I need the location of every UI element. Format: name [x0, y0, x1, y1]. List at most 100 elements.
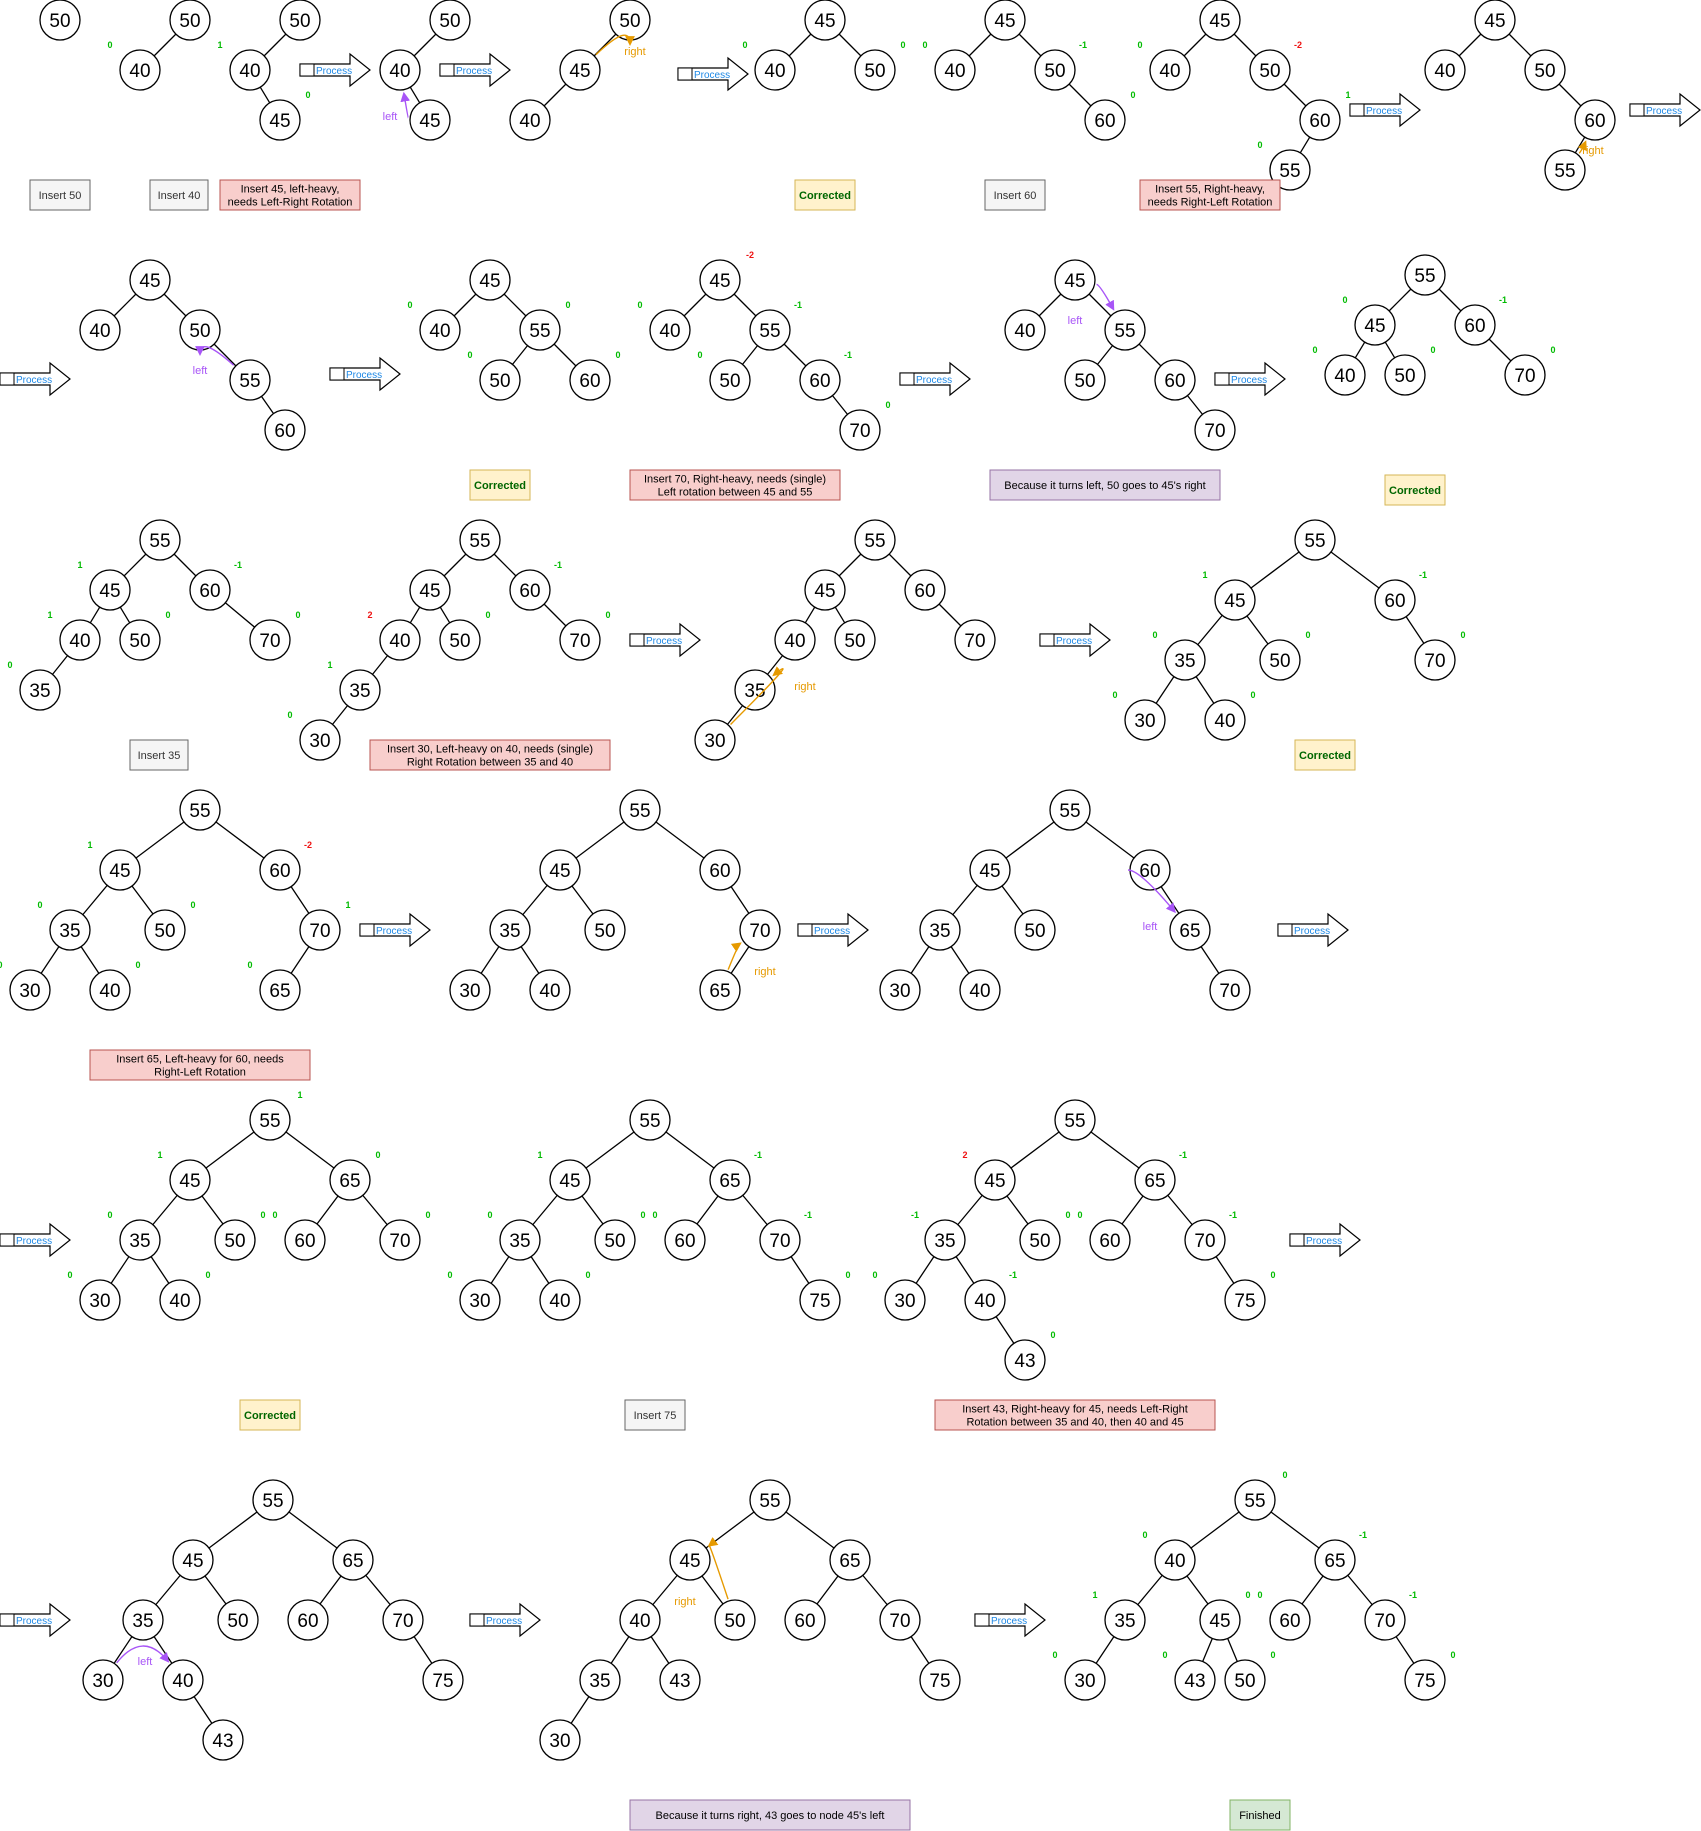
- tree-edge: [1138, 343, 1162, 367]
- tree-edge: [1137, 1574, 1163, 1606]
- node-circle: [89, 969, 131, 1011]
- tree-edge: [1283, 83, 1307, 107]
- node-value: 55: [239, 371, 260, 392]
- process-label: Process: [814, 926, 850, 937]
- node-value: 60: [1584, 111, 1605, 132]
- note-text: Right-Left Rotation: [154, 1067, 246, 1079]
- node-value: 55: [759, 1491, 780, 1512]
- node-value: 45: [419, 581, 440, 602]
- node-value: 43: [212, 1731, 233, 1752]
- tree-edge: [1395, 1636, 1415, 1664]
- balance-factor: 0: [247, 960, 252, 970]
- note-text: Because it turns right, 43 goes to node …: [656, 1810, 885, 1822]
- tree-edge: [733, 293, 757, 317]
- process-arrow: Process: [329, 356, 401, 392]
- tree-edge: [119, 606, 131, 624]
- process-arrow: Process: [1349, 92, 1421, 128]
- node-circle: [959, 969, 1001, 1011]
- node-circle: [754, 49, 796, 91]
- rotation-arrow-right: [707, 1537, 729, 1600]
- tree-edge: [888, 553, 912, 577]
- tree-edge: [80, 946, 100, 974]
- tree-edge: [1085, 821, 1135, 859]
- process-arrow: Process: [359, 912, 431, 948]
- note-insert-35: Insert 35: [129, 739, 189, 771]
- tree-node: 55: [619, 789, 661, 831]
- balance-factor: 0: [1137, 40, 1142, 50]
- tree-node: 451: [77, 560, 131, 611]
- tree-edge: [862, 1574, 888, 1606]
- process-icon: [1629, 103, 1645, 117]
- tree-node: 55: [629, 1099, 671, 1141]
- node-circle: [429, 0, 471, 41]
- node-circle: [1064, 359, 1106, 401]
- tree-node: 550: [1234, 1470, 1288, 1521]
- node-circle: [287, 1599, 329, 1641]
- tree-node: 600: [1257, 1590, 1311, 1641]
- process-label: Process: [346, 370, 382, 381]
- tree-node: 502: [279, 0, 321, 41]
- tree-edge: [652, 1574, 678, 1606]
- tree-node: 500: [119, 610, 171, 661]
- process-arrow: Process: [1629, 92, 1701, 128]
- node-value: 50: [449, 631, 470, 652]
- tree-edge: [173, 553, 197, 577]
- tree-edge: [331, 705, 349, 725]
- tree-node: 600: [569, 350, 621, 401]
- node-value: 55: [1059, 801, 1080, 822]
- balance-factor: 2: [962, 1150, 967, 1160]
- balance-factor: 0: [260, 1210, 265, 1220]
- node-circle: [694, 719, 736, 761]
- node-circle: [804, 569, 846, 611]
- tree-node: 45: [129, 259, 171, 301]
- node-value: 45: [179, 1171, 200, 1192]
- node-value: 55: [1304, 531, 1325, 552]
- node-circle: [284, 1219, 326, 1261]
- tree-node: 500: [439, 610, 491, 661]
- tree-node: 450: [259, 90, 311, 141]
- note-box: [1384, 474, 1446, 506]
- tree-insert-50: 50: [39, 0, 81, 41]
- tree-edge: [950, 946, 970, 974]
- note-insert-50: Insert 50: [29, 179, 91, 211]
- tree-node: 30: [879, 969, 921, 1011]
- tree-node: 75: [919, 1659, 961, 1701]
- node-circle: [379, 1219, 421, 1261]
- note-text: Right Rotation between 35 and 40: [407, 757, 573, 769]
- node-value: 40: [659, 321, 680, 342]
- node-value: 40: [1164, 1551, 1185, 1572]
- node-circle: [759, 1219, 801, 1261]
- rotation-label-left: left: [383, 111, 398, 123]
- balance-factor: -1: [1359, 1530, 1367, 1540]
- node-value: 30: [459, 981, 480, 1002]
- tree-edge: [816, 1575, 839, 1605]
- node-circle: [969, 849, 1011, 891]
- balance-factor: 0: [1162, 1650, 1167, 1660]
- node-value: 45: [549, 861, 570, 882]
- tree-edge: [1006, 1195, 1029, 1225]
- balance-factor: 0: [640, 1210, 645, 1220]
- node-circle: [259, 969, 301, 1011]
- note-insert-30: Insert 30, Left-heavy on 40, needs (sing…: [369, 739, 611, 771]
- tree-node: 35: [579, 1659, 621, 1701]
- tree-edge: [260, 396, 275, 414]
- tree-edge: [1095, 1636, 1115, 1664]
- node-circle: [839, 409, 881, 451]
- balance-factor: 1: [327, 660, 332, 670]
- tree-node: 451: [537, 1150, 591, 1201]
- balance-factor: 0: [900, 40, 905, 50]
- node-value: 43: [1184, 1671, 1205, 1692]
- tree-node: 40: [959, 969, 1001, 1011]
- rotation-arrow-right: [727, 942, 742, 970]
- tree-node: 50-2: [1249, 40, 1302, 91]
- tree-edge: [1508, 33, 1532, 57]
- node-circle: [129, 259, 171, 301]
- node-circle: [169, 1159, 211, 1201]
- node-circle: [382, 1599, 424, 1641]
- balance-factor: 0: [1250, 690, 1255, 700]
- balance-factor: -1: [1179, 1150, 1187, 1160]
- node-value: 60: [1309, 111, 1330, 132]
- note-text: Insert 55, Right-heavy,: [1155, 184, 1265, 196]
